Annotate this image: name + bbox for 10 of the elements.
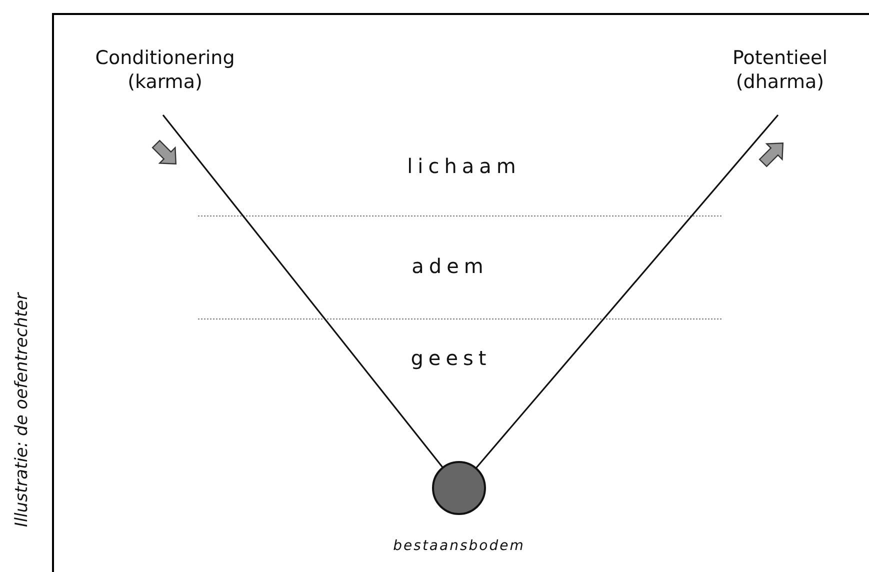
node-label: Potentieel (dharma) [700, 46, 860, 94]
connector-line [475, 114, 779, 469]
node-label: Conditionering (karma) [70, 46, 260, 94]
layer-label: lichaam [407, 154, 521, 178]
connector-line [162, 114, 444, 468]
circle-shape [432, 461, 486, 515]
layer-label: adem [412, 254, 488, 278]
credit-text: Illustratie: de oefentrechter [12, 292, 32, 528]
caption-text: bestaansbodem [393, 538, 525, 554]
layer-label: geest [410, 346, 492, 370]
